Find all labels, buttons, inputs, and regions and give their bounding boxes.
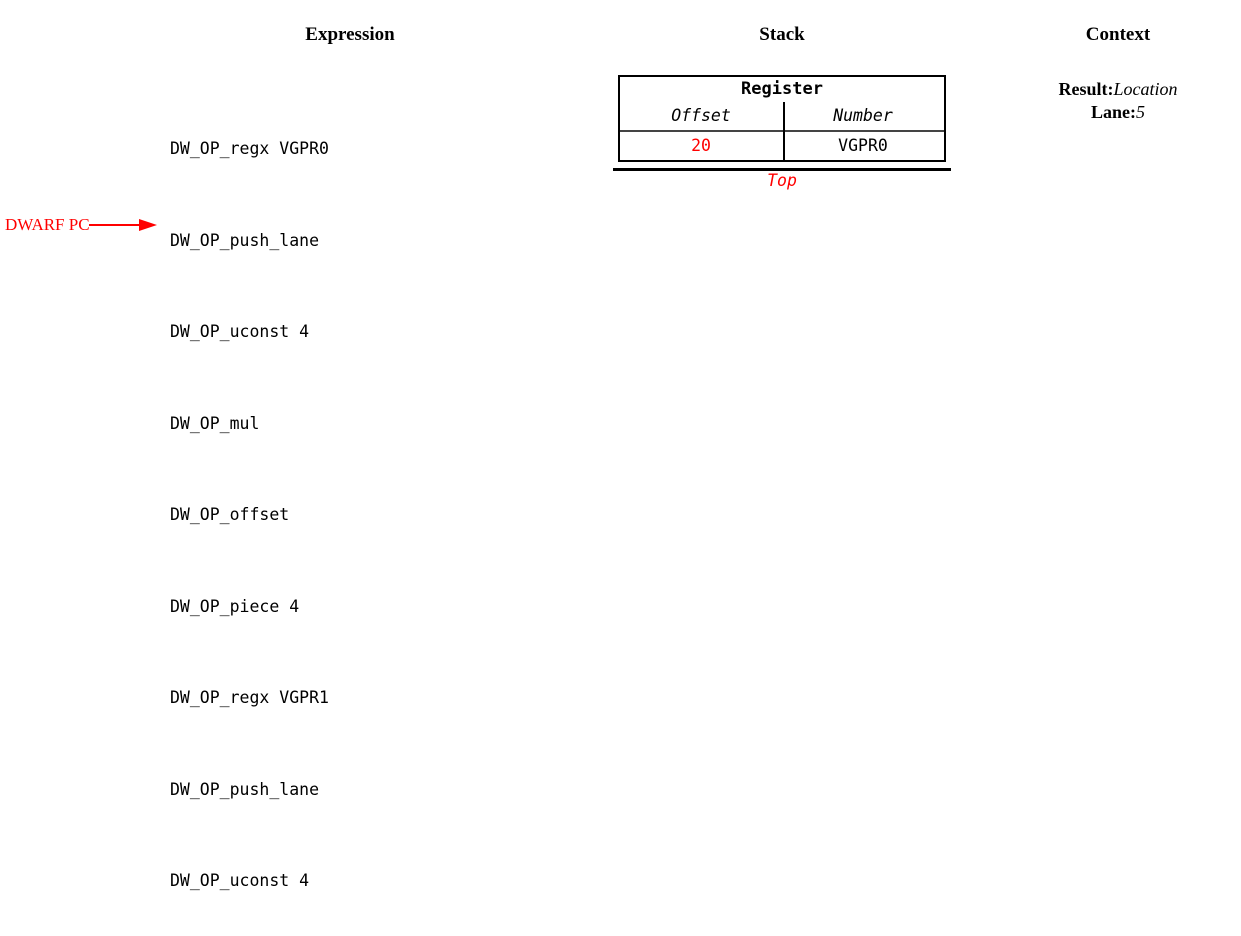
expression-line: DW_OP_regx VGPR1: [170, 688, 329, 707]
stack-header-row: Offset Number: [620, 102, 944, 132]
context-value-lane: 5: [1136, 102, 1145, 122]
context-block: Result:Location Lane:5: [998, 78, 1238, 124]
expression-line: DW_OP_uconst 4: [170, 322, 310, 341]
stack-column-divider: [783, 102, 785, 160]
column-heading-expression: Expression: [305, 24, 395, 45]
expression-line: DW_OP_regx VGPR0: [170, 139, 329, 158]
expression-line: DW_OP_push_lane: [170, 779, 320, 799]
expression-line: DW_OP_push_lane: [170, 230, 320, 250]
column-heading-stack: Stack: [759, 24, 805, 45]
stack-header-cell-offset: Offset: [671, 106, 731, 125]
stack-entry-grid: Offset Number 20 VGPR0: [620, 102, 944, 160]
expression-line: DW_OP_piece 4: [170, 596, 300, 616]
context-key-lane: Lane:: [1091, 102, 1136, 122]
context-value-result: Location: [1113, 79, 1178, 99]
stack-value-number: VGPR0: [838, 136, 888, 155]
right-arrow-icon: [88, 219, 157, 231]
context-row-result: Result:Location: [998, 78, 1238, 101]
stack-entry-table: Register Offset Number 20 VGPR0: [618, 75, 946, 162]
dwarf-pc-marker: DWARF PC: [5, 212, 157, 238]
context-row-lane: Lane:5: [998, 101, 1238, 124]
stack-top-rule: [613, 168, 951, 171]
expression-line: DW_OP_mul: [170, 413, 260, 433]
dwarf-pc-label: DWARF PC: [5, 215, 90, 234]
context-key-result: Result:: [1058, 79, 1114, 99]
expression-op-list: DW_OP_regx VGPR0 DW_OP_push_lane DW_OP_u…: [170, 73, 329, 936]
stack-data-row: 20 VGPR0: [620, 132, 944, 160]
stack-top-label: Top: [767, 171, 797, 190]
stack-value-offset: 20: [691, 136, 711, 155]
stack-header-cell-number: Number: [833, 106, 893, 125]
column-heading-context: Context: [1085, 24, 1151, 45]
stack-entry-title: Register: [741, 79, 823, 99]
expression-line: DW_OP_uconst 4: [170, 871, 310, 890]
expression-line: DW_OP_offset: [170, 505, 290, 524]
